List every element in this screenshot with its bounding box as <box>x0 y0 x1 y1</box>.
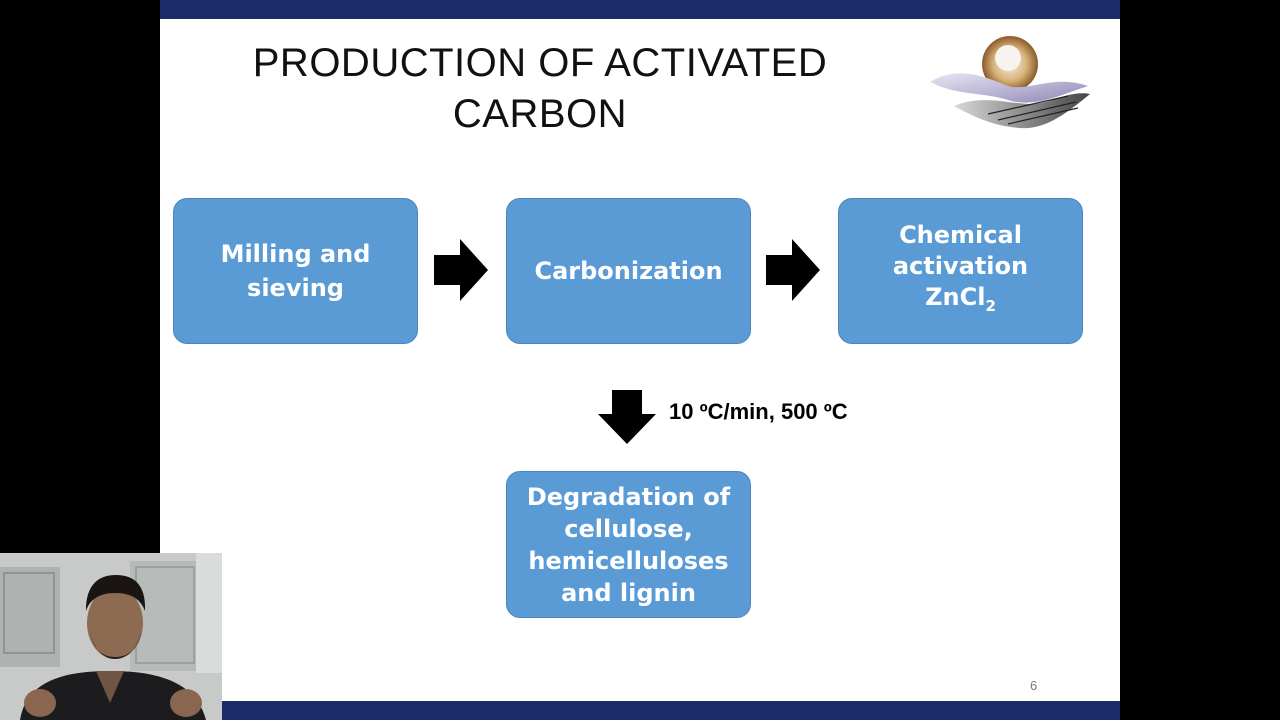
presenter-video-image <box>0 553 222 720</box>
title-line-2: CARBON <box>452 92 628 136</box>
step1-line-1: Milling and <box>220 240 371 268</box>
step3-line-1: Chemical <box>899 221 1022 250</box>
arrow-right-icon <box>766 239 820 301</box>
step3-line-3: ZnCl2 <box>893 282 1028 322</box>
result-line-4: and lignin <box>561 578 696 607</box>
step3-formula: ZnCl <box>925 283 986 312</box>
arrow-down-icon <box>598 390 656 444</box>
result-degradation: Degradation of cellulose, hemicelluloses… <box>506 471 751 618</box>
step-chemical-activation: Chemical activation ZnCl2 <box>838 198 1083 344</box>
biomass-logo-icon <box>930 36 1090 129</box>
presentation-slide: PRODUCTION OF ACTIVATED CARBON <box>160 0 1120 720</box>
page-number: 6 <box>1030 678 1038 693</box>
arrow-right-icon <box>434 239 488 301</box>
result-line-2: cellulose, <box>564 514 693 543</box>
step1-line-2: sieving <box>247 274 344 302</box>
result-line-3: hemicelluloses <box>528 546 729 575</box>
step-carbonization: Carbonization <box>506 198 751 344</box>
step3-formula-subscript: 2 <box>985 296 996 315</box>
slide-bottom-bar <box>160 701 1120 720</box>
slide-title: PRODUCTION OF ACTIVATED CARBON <box>200 38 880 140</box>
step-milling-sieving: Milling and sieving <box>173 198 418 344</box>
slide-top-bar <box>160 0 1120 19</box>
title-line-1: PRODUCTION OF ACTIVATED <box>252 41 828 85</box>
presenter-webcam <box>0 553 222 720</box>
step2-label: Carbonization <box>534 257 723 285</box>
result-line-1: Degradation of <box>526 482 731 511</box>
carbonization-conditions: 10 ºC/min, 500 ºC <box>669 399 848 424</box>
step3-line-2: activation <box>892 252 1029 281</box>
